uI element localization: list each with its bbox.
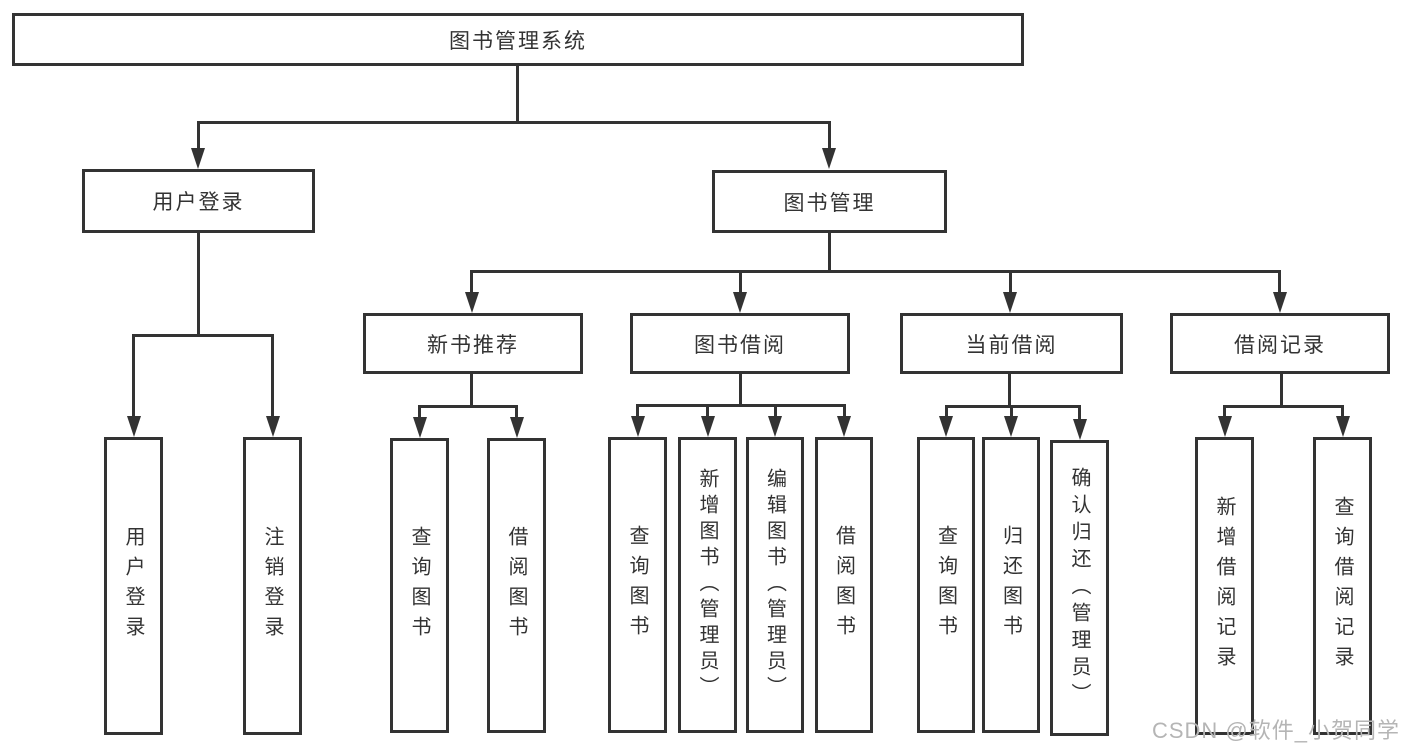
arrowhead-down-icon	[700, 404, 715, 437]
leaf-current-confirm-return-admin: 确认归还（管理员）	[1050, 440, 1109, 736]
connector-v-management	[827, 233, 831, 272]
connector-v-records	[1279, 373, 1283, 407]
arrowhead-down-icon	[464, 270, 479, 313]
node-label: 图书借阅	[694, 333, 786, 357]
node-label: 注销登录	[261, 526, 283, 646]
arrowhead-down-icon	[509, 405, 524, 438]
node-label: 编辑图书（管理员）	[763, 468, 786, 702]
arrowhead-down-icon	[1003, 270, 1017, 313]
node-label: 新增图书（管理员）	[696, 468, 718, 702]
node-label: 借阅记录	[1234, 333, 1326, 357]
node-label: 新书推荐	[427, 333, 519, 357]
arrowhead-down-icon	[837, 404, 851, 437]
connector-h-login	[132, 333, 273, 337]
node-label: 借阅图书	[505, 525, 527, 646]
connector-h-records	[1223, 404, 1343, 408]
node-current-borrowing: 当前借阅	[900, 313, 1123, 374]
connector-h-newbook	[418, 404, 517, 408]
node-label: 归还图书	[999, 525, 1022, 645]
arrowhead-down-icon	[1272, 270, 1287, 313]
leaf-borrow-add-books-admin: 新增图书（管理员）	[678, 437, 737, 733]
arrowhead-down-icon	[768, 404, 782, 437]
arrowhead-down-icon	[630, 404, 645, 437]
connector-h-borrow	[636, 403, 845, 407]
arrowhead-down-icon	[1072, 405, 1087, 440]
node-label: 查询借阅记录	[1331, 496, 1353, 676]
node-label: 新增借阅记录	[1213, 496, 1235, 676]
connector-h-current	[944, 404, 1081, 408]
node-user-login: 用户登录	[82, 169, 315, 233]
arrowhead-down-icon	[822, 121, 836, 169]
connector-v-newbook	[469, 374, 473, 407]
node-label: 用户登录	[122, 526, 144, 646]
leaf-borrow-query-books: 查询图书	[608, 437, 667, 733]
arrowhead-down-icon	[733, 270, 747, 313]
node-book-borrowing: 图书借阅	[630, 313, 850, 374]
leaf-newbook-query-books: 查询图书	[390, 438, 449, 733]
node-book-management: 图书管理	[712, 170, 947, 233]
leaf-borrow-borrow-books: 借阅图书	[815, 437, 873, 733]
leaf-newbook-borrow-books: 借阅图书	[487, 438, 546, 733]
leaf-records-query-record: 查询借阅记录	[1313, 437, 1372, 735]
arrowhead-down-icon	[939, 405, 953, 437]
node-label: 查询图书	[934, 525, 957, 645]
node-label: 查询图书	[408, 525, 430, 646]
leaf-user-login: 用户登录	[104, 437, 163, 735]
node-new-book-recommend: 新书推荐	[363, 313, 583, 374]
node-borrow-records: 借阅记录	[1170, 313, 1390, 374]
connector-h-level2	[197, 120, 830, 124]
node-label: 图书管理	[783, 191, 876, 215]
arrowhead-down-icon	[126, 334, 141, 437]
node-label: 用户登录	[152, 191, 245, 214]
node-label: 查询图书	[626, 525, 648, 645]
arrowhead-down-icon	[1335, 405, 1350, 437]
arrowhead-down-icon	[265, 334, 280, 437]
connector-v-root	[515, 66, 519, 122]
leaf-current-return-books: 归还图书	[982, 437, 1040, 733]
arrowhead-down-icon	[1217, 405, 1232, 437]
connector-v-current	[1008, 374, 1011, 407]
node-label: 图书管理系统	[449, 29, 587, 53]
leaf-logout-login: 注销登录	[243, 437, 302, 735]
arrowhead-down-icon	[412, 405, 427, 438]
leaf-current-query-books: 查询图书	[917, 437, 975, 733]
node-library-system: 图书管理系统	[12, 13, 1024, 66]
node-label: 借阅图书	[832, 525, 855, 645]
node-label: 确认归还（管理员）	[1068, 466, 1090, 710]
leaf-borrow-edit-books-admin: 编辑图书（管理员）	[746, 437, 804, 733]
csdn-watermark: CSDN @软件_小贺同学	[1151, 718, 1400, 743]
connector-v-login	[196, 233, 200, 336]
connector-v-borrow	[738, 374, 742, 406]
connector-h-sections	[470, 269, 1281, 273]
arrowhead-down-icon	[1004, 405, 1018, 437]
arrowhead-down-icon	[191, 121, 205, 169]
node-label: 当前借阅	[965, 333, 1058, 357]
leaf-records-add-record: 新增借阅记录	[1195, 437, 1254, 735]
